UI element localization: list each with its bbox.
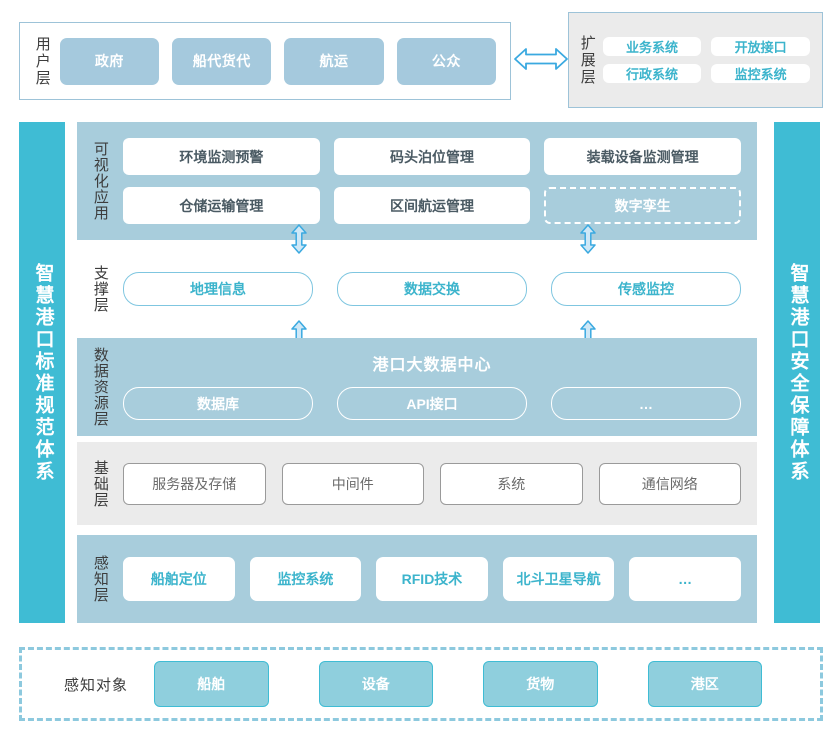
double-headed-vertical-arrow-icon <box>289 224 309 254</box>
support-layer-label-wrap: 支撑层 <box>77 265 123 313</box>
perception-boxes: 船舶定位 监控系统 RFID技术 北斗卫星导航 … <box>123 535 757 623</box>
infrastructure-layer: 基础层 服务器及存储 中间件 系统 通信网络 <box>77 442 757 525</box>
data-resource-layer-label: 数据资源层 <box>91 347 109 427</box>
infra-box-middleware[interactable]: 中间件 <box>281 462 424 505</box>
visualization-layer: 可视化应用 环境监测预警 码头泊位管理 装载设备监测管理 仓储运输管理 区间航运… <box>77 122 757 240</box>
visualization-layer-label: 可视化应用 <box>91 141 109 221</box>
data-resource-layer: 数据资源层 港口大数据中心 数据库 API接口 … <box>77 338 757 436</box>
infra-box-communication-network[interactable]: 通信网络 <box>598 462 741 505</box>
extension-box-business-system[interactable]: 业务系统 <box>602 37 702 56</box>
data-resource-boxes: 数据库 API接口 … <box>123 375 757 420</box>
data-box-database[interactable]: 数据库 <box>123 387 313 420</box>
right-sidebar-label: 智慧港口安全保障体系 <box>787 262 809 483</box>
top-row: 用户层 政府 船代货代 航运 公众 扩展层 业务系统 开放接口 行政系统 监控系… <box>0 0 839 112</box>
viz-box-warehouse-transport-management[interactable]: 仓储运输管理 <box>123 187 320 224</box>
visualization-boxes: 环境监测预警 码头泊位管理 装载设备监测管理 仓储运输管理 区间航运管理 数字孪… <box>123 122 757 240</box>
user-layer-label: 用户层 <box>33 35 51 87</box>
right-sidebar-security: 智慧港口安全保障体系 <box>774 122 820 623</box>
user-layer-boxes: 政府 船代货代 航运 公众 <box>59 37 510 85</box>
support-layer: 支撑层 地理信息 数据交换 传感监控 <box>77 224 757 350</box>
double-headed-horizontal-arrow-icon <box>513 46 569 72</box>
extension-box-monitoring-system[interactable]: 监控系统 <box>711 64 810 83</box>
percep-box-monitoring-system[interactable]: 监控系统 <box>249 557 362 601</box>
extension-layer-label: 扩展层 <box>578 34 596 86</box>
infra-box-server-storage[interactable]: 服务器及存储 <box>123 462 266 505</box>
viz-box-wharf-berth-management[interactable]: 码头泊位管理 <box>333 138 531 175</box>
infrastructure-layer-label: 基础层 <box>91 459 109 508</box>
left-sidebar-standards: 智慧港口标准规范体系 <box>19 122 65 623</box>
data-box-more[interactable]: … <box>551 387 741 420</box>
perception-objects-panel: 感知对象 船舶 设备 货物 港区 <box>19 647 823 721</box>
data-box-api-interface[interactable]: API接口 <box>337 387 527 420</box>
data-resource-layer-body: 港口大数据中心 数据库 API接口 … <box>123 338 757 436</box>
object-box-ship[interactable]: 船舶 <box>154 661 269 707</box>
percep-box-ship-positioning[interactable]: 船舶定位 <box>123 557 235 601</box>
perception-layer-label-wrap: 感知层 <box>77 555 123 603</box>
extension-box-open-interface[interactable]: 开放接口 <box>711 37 810 56</box>
data-center-title: 港口大数据中心 <box>372 357 492 374</box>
perception-layer: 感知层 船舶定位 监控系统 RFID技术 北斗卫星导航 … <box>77 535 757 623</box>
percep-box-more[interactable]: … <box>629 557 741 601</box>
object-box-port-area[interactable]: 港区 <box>647 661 763 707</box>
support-box-data-exchange[interactable]: 数据交换 <box>337 272 527 306</box>
viz-box-interval-shipping-management[interactable]: 区间航运管理 <box>333 187 531 224</box>
support-boxes: 地理信息 数据交换 传感监控 <box>123 240 757 338</box>
viz-box-digital-twin[interactable]: 数字孪生 <box>544 187 741 224</box>
user-box-government[interactable]: 政府 <box>59 37 160 85</box>
layer-stack: 可视化应用 环境监测预警 码头泊位管理 装载设备监测管理 仓储运输管理 区间航运… <box>77 122 757 623</box>
extension-box-administrative-system[interactable]: 行政系统 <box>602 64 702 83</box>
support-box-geographic-information[interactable]: 地理信息 <box>123 272 313 306</box>
user-box-shipping[interactable]: 航运 <box>284 37 384 85</box>
percep-box-beidou-navigation[interactable]: 北斗卫星导航 <box>502 557 615 601</box>
infrastructure-layer-body: 服务器及存储 中间件 系统 通信网络 <box>123 442 757 525</box>
data-resource-layer-label-wrap: 数据资源层 <box>77 347 123 427</box>
user-box-shipping-agency[interactable]: 船代货代 <box>172 37 272 85</box>
visualization-layer-label-wrap: 可视化应用 <box>77 141 123 221</box>
left-sidebar-label: 智慧港口标准规范体系 <box>32 262 54 483</box>
object-box-cargo[interactable]: 货物 <box>483 661 598 707</box>
perception-objects-label: 感知对象 <box>64 676 129 694</box>
viz-box-loading-equipment-monitoring[interactable]: 装载设备监测管理 <box>544 138 741 175</box>
perception-objects-boxes: 船舶 设备 货物 港区 <box>154 661 820 707</box>
infrastructure-layer-label-wrap: 基础层 <box>77 460 123 508</box>
visualization-layer-body: 环境监测预警 码头泊位管理 装载设备监测管理 仓储运输管理 区间航运管理 数字孪… <box>123 122 757 240</box>
extension-layer-panel: 扩展层 业务系统 开放接口 行政系统 监控系统 <box>568 12 823 108</box>
percep-box-rfid-technology[interactable]: RFID技术 <box>376 557 488 601</box>
perception-layer-body: 船舶定位 监控系统 RFID技术 北斗卫星导航 … <box>123 535 757 623</box>
perception-layer-label: 感知层 <box>91 555 109 603</box>
user-layer-panel: 用户层 政府 船代货代 航运 公众 <box>19 22 511 100</box>
infrastructure-boxes: 服务器及存储 中间件 系统 通信网络 <box>123 442 757 525</box>
double-headed-vertical-arrow-icon <box>578 224 598 254</box>
viz-box-environment-monitoring-alert[interactable]: 环境监测预警 <box>123 138 320 175</box>
object-box-equipment[interactable]: 设备 <box>318 661 434 707</box>
support-layer-body: 地理信息 数据交换 传感监控 <box>123 224 757 350</box>
infra-box-system[interactable]: 系统 <box>440 462 583 505</box>
support-box-sensor-monitoring[interactable]: 传感监控 <box>551 272 741 306</box>
support-layer-label: 支撑层 <box>91 265 109 313</box>
user-box-public[interactable]: 公众 <box>396 37 496 85</box>
extension-layer-boxes: 业务系统 开放接口 行政系统 监控系统 <box>602 37 822 83</box>
